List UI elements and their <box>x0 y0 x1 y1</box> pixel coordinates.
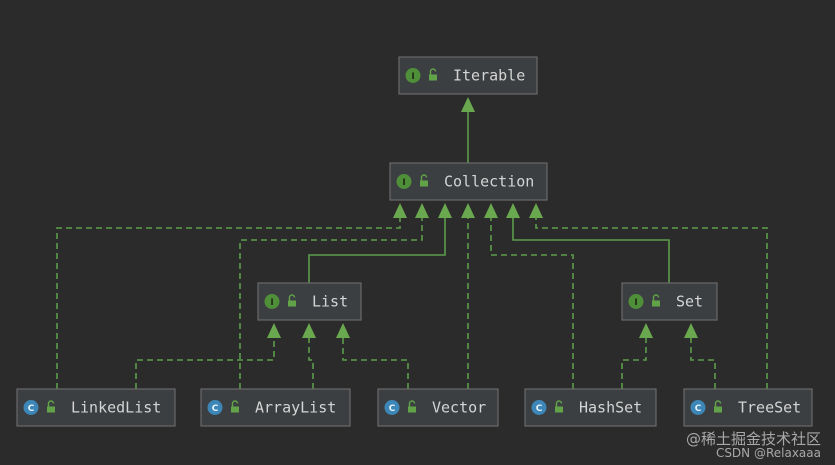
edge-arraylist-to-collection <box>239 218 423 389</box>
arrowhead-set-to-collection <box>506 203 520 218</box>
interface-badge-icon <box>628 294 644 309</box>
edge-set-to-collection <box>512 218 670 283</box>
class-badge-icon <box>690 400 706 415</box>
class-badge-icon <box>531 400 547 415</box>
arrowhead-hashset-to-collection <box>484 203 498 218</box>
edge-linkedlist-to-list <box>135 338 275 389</box>
node-label-list: List <box>312 293 348 311</box>
watermark-csdn: CSDN @Relaxaaa <box>715 446 821 460</box>
node-arraylist[interactable]: C ArrayList <box>200 388 351 427</box>
interface-badge-icon <box>405 68 421 83</box>
public-lock-icon <box>714 400 722 413</box>
node-collection[interactable]: I Collection <box>389 162 548 201</box>
edge-treeset-to-set <box>690 338 716 389</box>
edge-list-to-collection <box>308 218 446 283</box>
node-box-hashset <box>524 388 657 427</box>
arrowhead-linkedlist-to-collection <box>393 203 407 218</box>
public-lock-icon <box>288 294 296 307</box>
node-label-set: Set <box>676 293 703 311</box>
class-badge-icon <box>384 400 400 415</box>
node-treeset[interactable]: C TreeSet <box>683 388 813 427</box>
badge-letter: I <box>411 72 414 82</box>
edge-hashset-to-set <box>621 338 647 389</box>
arrowhead-linkedlist-to-list <box>267 323 281 338</box>
class-badge-icon <box>207 400 223 415</box>
node-box-arraylist <box>200 388 351 427</box>
node-list[interactable]: I List <box>257 282 362 321</box>
node-box-linkedlist <box>16 388 176 427</box>
badge-letter: C <box>695 404 702 414</box>
badge-letter: I <box>402 178 405 188</box>
node-label-iterable: Iterable <box>453 67 525 85</box>
interface-badge-icon <box>264 294 280 309</box>
arrowhead-arraylist-to-list <box>302 323 316 338</box>
arrowhead-list-to-collection <box>438 203 452 218</box>
arrowhead-treeset-to-set <box>684 323 698 338</box>
edge-vector-to-list <box>342 338 409 389</box>
public-lock-icon <box>652 294 660 307</box>
badge-letter: C <box>28 404 35 414</box>
badge-letter: I <box>634 298 637 308</box>
edge-hashset-to-collection <box>490 218 574 389</box>
public-lock-icon <box>231 400 239 413</box>
node-hashset[interactable]: C HashSet <box>524 388 657 427</box>
node-iterable[interactable]: I Iterable <box>398 56 538 95</box>
node-label-arraylist: ArrayList <box>255 399 336 417</box>
arrowheads-layer <box>267 97 698 338</box>
badge-letter: C <box>389 404 396 414</box>
edges-layer <box>56 112 768 389</box>
arrowhead-collection-to-iterable <box>461 97 475 112</box>
class-badge-icon <box>23 400 39 415</box>
node-label-vector: Vector <box>432 399 486 417</box>
edge-arraylist-to-list <box>308 338 314 389</box>
arrowhead-arraylist-to-collection <box>415 203 429 218</box>
node-label-treeset: TreeSet <box>738 399 801 417</box>
edge-treeset-to-collection <box>535 218 768 389</box>
node-box-iterable <box>398 56 538 95</box>
public-lock-icon <box>429 68 437 81</box>
watermark-juejin: @稀土掘金技术社区 <box>685 430 821 448</box>
node-label-collection: Collection <box>444 173 534 191</box>
arrowhead-vector-to-list <box>336 323 350 338</box>
badge-letter: I <box>270 298 273 308</box>
public-lock-icon <box>47 400 55 413</box>
node-label-linkedlist: LinkedList <box>71 399 161 417</box>
node-label-hashset: HashSet <box>579 399 642 417</box>
node-linkedlist[interactable]: C LinkedList <box>16 388 176 427</box>
node-vector[interactable]: C Vector <box>377 388 499 427</box>
arrowhead-hashset-to-set <box>639 323 653 338</box>
public-lock-icon <box>408 400 416 413</box>
public-lock-icon <box>555 400 563 413</box>
edge-linkedlist-to-collection <box>56 218 401 389</box>
public-lock-icon <box>420 174 428 187</box>
badge-letter: C <box>536 404 543 414</box>
node-box-collection <box>389 162 548 201</box>
arrowhead-treeset-to-collection <box>529 203 543 218</box>
arrowhead-vector-to-collection <box>461 203 475 218</box>
interface-badge-icon <box>396 174 412 189</box>
badge-letter: C <box>212 404 219 414</box>
node-set[interactable]: I Set <box>621 282 718 321</box>
